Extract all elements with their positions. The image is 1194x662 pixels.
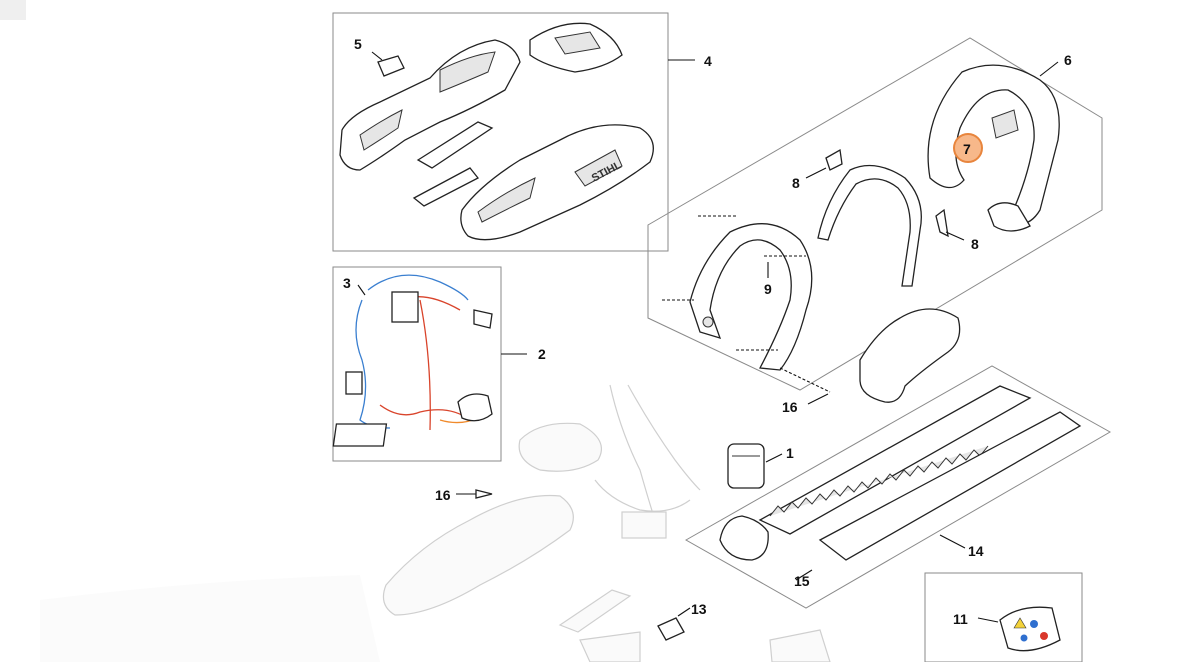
callout-15: 15 xyxy=(794,573,810,589)
highlight-circle-icon[interactable] xyxy=(953,133,983,163)
damper-plate xyxy=(377,55,405,77)
terminal-block xyxy=(473,309,493,329)
callout-2: 2 xyxy=(538,346,546,362)
housing-left-half xyxy=(339,39,521,171)
housing-right-half xyxy=(460,124,654,241)
cutter-blade xyxy=(758,385,1032,535)
callout-13: 13 xyxy=(691,601,707,617)
blade-group-frame xyxy=(684,365,1112,609)
callout-8-lower: 8 xyxy=(971,236,979,252)
trigger-part xyxy=(412,167,480,207)
prohibition-icon xyxy=(1040,632,1048,640)
handle-end-cap xyxy=(987,202,1031,232)
electric-motor xyxy=(727,443,765,489)
loop-handle xyxy=(927,64,1060,225)
retaining-clip-lower xyxy=(935,208,949,238)
callout-1: 1 xyxy=(786,445,794,461)
callout-5: 5 xyxy=(354,36,362,52)
hand-guard-icon xyxy=(1030,620,1038,628)
callout-3: 3 xyxy=(343,275,351,291)
housing-group-frame xyxy=(332,12,669,252)
callout-16-lower: 16 xyxy=(435,487,451,503)
hand-guard xyxy=(689,223,813,371)
switch-part xyxy=(416,121,494,169)
callout-4: 4 xyxy=(704,53,712,69)
callout-6: 6 xyxy=(1064,52,1072,68)
handle-group-frame xyxy=(647,37,1103,391)
blade-sheath xyxy=(818,411,1082,561)
bow-frame xyxy=(817,164,922,287)
callout-7[interactable]: 7 xyxy=(963,141,971,157)
ghost-assembly xyxy=(40,384,831,662)
wiring-group-frame xyxy=(332,266,502,462)
connector-board xyxy=(332,423,388,447)
screw-lower xyxy=(475,489,493,499)
switch-module xyxy=(345,371,363,395)
blade-teeth xyxy=(769,445,989,517)
gear-housing xyxy=(719,515,769,561)
retaining-clip-upper xyxy=(825,148,843,171)
contact-plate xyxy=(457,393,493,422)
warning-decal xyxy=(999,606,1061,652)
motor-plug xyxy=(391,291,419,323)
callout-16-upper: 16 xyxy=(782,399,798,415)
warning-triangle-icon xyxy=(1013,617,1027,629)
callout-11: 11 xyxy=(953,611,968,627)
scrollbar-tab[interactable] xyxy=(0,0,26,20)
handle-cover xyxy=(859,308,961,403)
cable-clip xyxy=(657,617,685,641)
callout-14: 14 xyxy=(968,543,984,559)
decal-group-frame xyxy=(924,572,1083,662)
callout-9: 9 xyxy=(764,281,772,297)
callout-8-upper: 8 xyxy=(792,175,800,191)
